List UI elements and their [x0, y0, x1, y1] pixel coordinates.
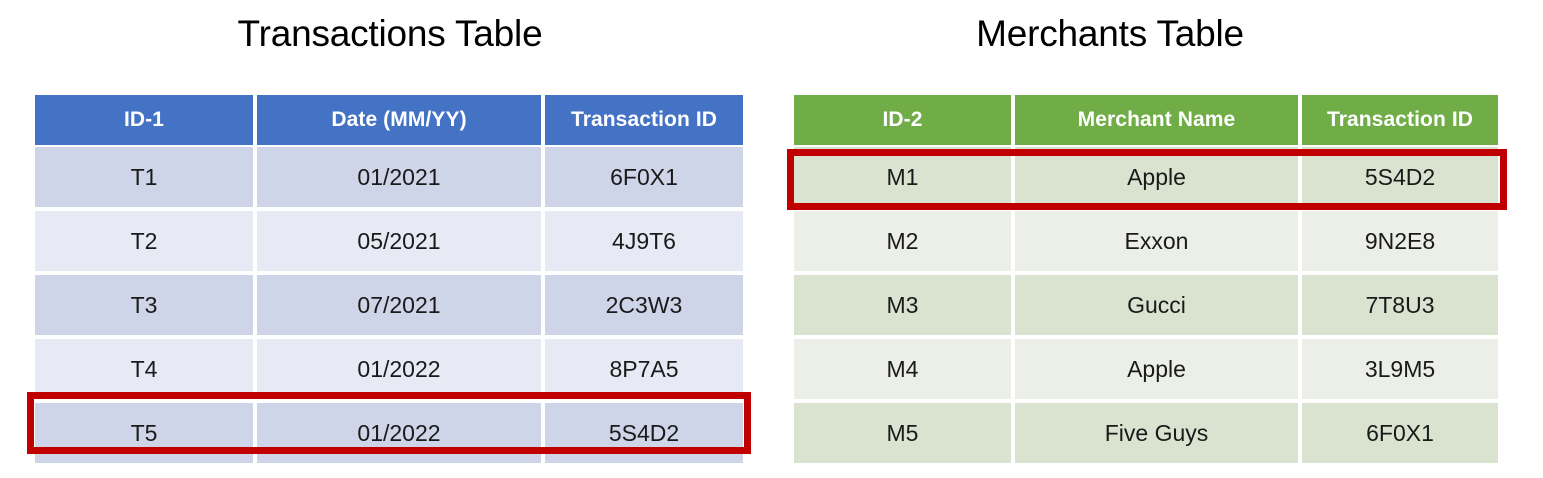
table-row[interactable]: M2 Exxon 9N2E8	[792, 209, 1500, 273]
cell-transaction-id: 5S4D2	[543, 401, 745, 465]
table-row[interactable]: T4 01/2022 8P7A5	[33, 337, 745, 401]
cell-id2: M4	[792, 337, 1013, 401]
cell-date: 01/2021	[255, 145, 543, 209]
table-row[interactable]: T3 07/2021 2C3W3	[33, 273, 745, 337]
cell-transaction-id: 6F0X1	[543, 145, 745, 209]
column-header-id2[interactable]: ID-2	[792, 95, 1013, 145]
merchants-table-title: Merchants Table	[976, 13, 1244, 54]
table-row[interactable]: T1 01/2021 6F0X1	[33, 145, 745, 209]
cell-date: 05/2021	[255, 209, 543, 273]
cell-transaction-id: 4J9T6	[543, 209, 745, 273]
merchants-table-header: ID-2 Merchant Name Transaction ID	[792, 95, 1500, 145]
table-header-row: ID-2 Merchant Name Transaction ID	[792, 95, 1500, 145]
cell-date: 01/2022	[255, 337, 543, 401]
cell-transaction-id: 9N2E8	[1300, 209, 1500, 273]
cell-transaction-id: 3L9M5	[1300, 337, 1500, 401]
table-row[interactable]: M4 Apple 3L9M5	[792, 337, 1500, 401]
cell-transaction-id: 5S4D2	[1300, 145, 1500, 209]
cell-merchant-name: Gucci	[1013, 273, 1300, 337]
cell-merchant-name: Apple	[1013, 145, 1300, 209]
cell-id2: M1	[792, 145, 1013, 209]
merchants-table-body: M1 Apple 5S4D2 M2 Exxon 9N2E8 M3 Gucci 7…	[792, 145, 1500, 465]
cell-id2: M3	[792, 273, 1013, 337]
transactions-table-header: ID-1 Date (MM/YY) Transaction ID	[33, 95, 745, 145]
cell-id2: M2	[792, 209, 1013, 273]
cell-transaction-id: 8P7A5	[543, 337, 745, 401]
merchants-table: ID-2 Merchant Name Transaction ID M1 App…	[792, 95, 1500, 465]
table-header-row: ID-1 Date (MM/YY) Transaction ID	[33, 95, 745, 145]
cell-id2: M5	[792, 401, 1013, 465]
cell-transaction-id: 7T8U3	[1300, 273, 1500, 337]
column-header-id1[interactable]: ID-1	[33, 95, 255, 145]
transactions-table-body: T1 01/2021 6F0X1 T2 05/2021 4J9T6 T3 07/…	[33, 145, 745, 465]
column-header-merchant-name[interactable]: Merchant Name	[1013, 95, 1300, 145]
table-row[interactable]: M5 Five Guys 6F0X1	[792, 401, 1500, 465]
cell-transaction-id: 2C3W3	[543, 273, 745, 337]
cell-id1: T5	[33, 401, 255, 465]
table-row-highlighted[interactable]: T5 01/2022 5S4D2	[33, 401, 745, 465]
cell-merchant-name: Five Guys	[1013, 401, 1300, 465]
column-header-transaction-id[interactable]: Transaction ID	[1300, 95, 1500, 145]
transactions-table: ID-1 Date (MM/YY) Transaction ID T1 01/2…	[33, 95, 745, 465]
cell-merchant-name: Apple	[1013, 337, 1300, 401]
transactions-table-title: Transactions Table	[237, 13, 543, 54]
table-row[interactable]: T2 05/2021 4J9T6	[33, 209, 745, 273]
table-row-highlighted[interactable]: M1 Apple 5S4D2	[792, 145, 1500, 209]
cell-date: 01/2022	[255, 401, 543, 465]
cell-id1: T2	[33, 209, 255, 273]
cell-transaction-id: 6F0X1	[1300, 401, 1500, 465]
cell-date: 07/2021	[255, 273, 543, 337]
cell-merchant-name: Exxon	[1013, 209, 1300, 273]
cell-id1: T1	[33, 145, 255, 209]
cell-id1: T4	[33, 337, 255, 401]
cell-id1: T3	[33, 273, 255, 337]
column-header-transaction-id[interactable]: Transaction ID	[543, 95, 745, 145]
table-row[interactable]: M3 Gucci 7T8U3	[792, 273, 1500, 337]
column-header-date[interactable]: Date (MM/YY)	[255, 95, 543, 145]
